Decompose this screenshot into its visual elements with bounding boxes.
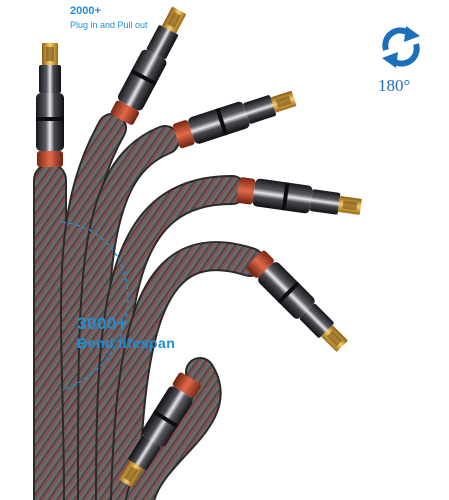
plug-cycles-label: 2000+ (70, 5, 101, 17)
braided-cables (33, 113, 265, 500)
plug-caption: Plug in and Pull out (70, 20, 148, 30)
dashed-arc-icon (61, 221, 129, 391)
rotate-arrows-icon (382, 26, 420, 68)
rotation-label: 180° (378, 76, 411, 95)
bend-caption: Bend lifespan (77, 335, 176, 351)
bend-cycles-label: 3000+ (77, 314, 128, 333)
